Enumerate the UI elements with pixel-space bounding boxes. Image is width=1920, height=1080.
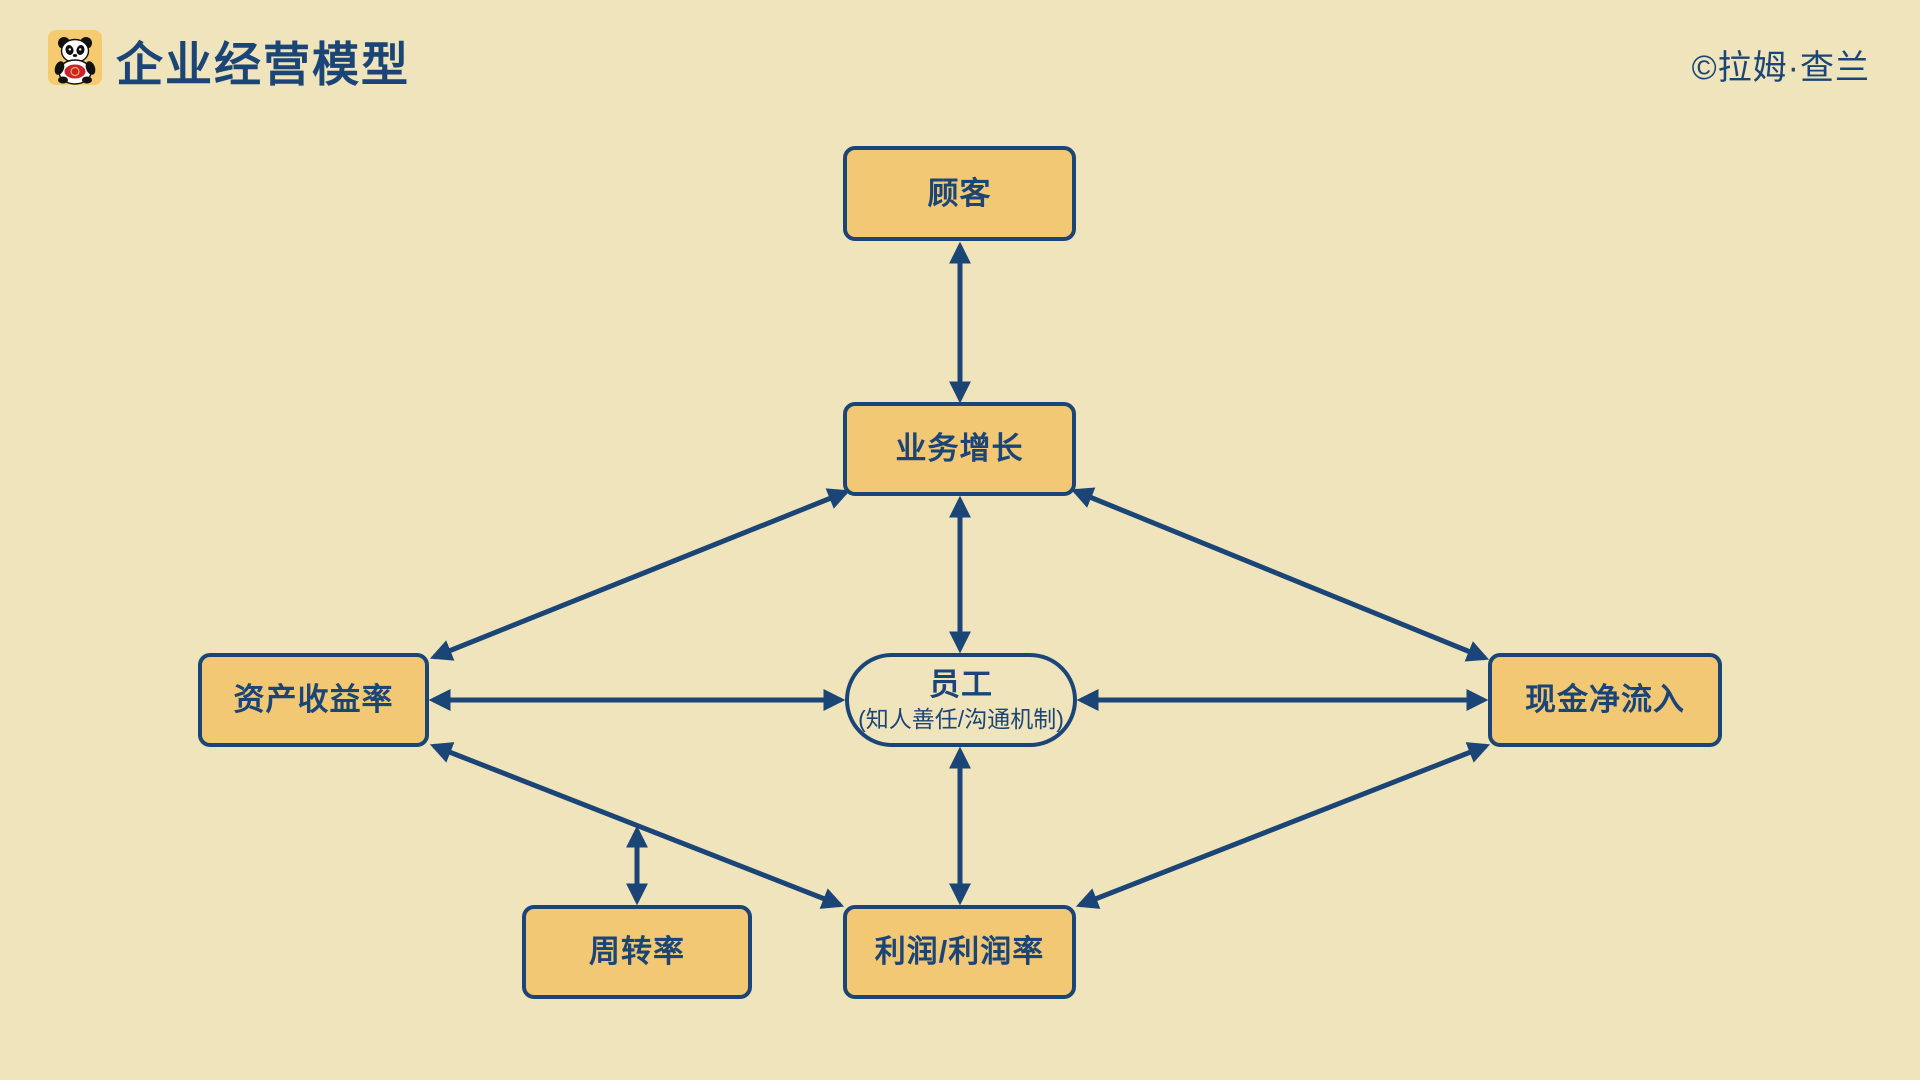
node-return-on-assets-label: 资产收益率 bbox=[233, 682, 394, 718]
node-profit-margin-label: 利润/利润率 bbox=[874, 934, 1045, 970]
node-profit-margin[interactable]: 利润/利润率 bbox=[843, 905, 1076, 999]
node-employee-sublabel: (知人善任/沟通机制) bbox=[858, 706, 1064, 733]
node-net-cash-inflow[interactable]: 现金净流入 bbox=[1488, 653, 1722, 747]
copyright-text: ©拉姆·查兰 bbox=[1691, 49, 1870, 87]
edge-growth-roa bbox=[429, 488, 851, 661]
panda-logo-icon bbox=[48, 30, 102, 85]
edge-growth-cash bbox=[1070, 487, 1490, 662]
node-employee-label: 员工 bbox=[929, 667, 993, 703]
node-turnover-rate-label: 周转率 bbox=[589, 934, 685, 970]
panda-icon bbox=[48, 30, 102, 85]
node-customer-label: 顾客 bbox=[927, 175, 992, 211]
edge-roa-profit bbox=[429, 742, 845, 909]
node-net-cash-inflow-label: 现金净流入 bbox=[1525, 682, 1685, 718]
edge-cash-profit bbox=[1075, 742, 1491, 909]
node-business-growth-label: 业务增长 bbox=[895, 431, 1024, 467]
node-business-growth[interactable]: 业务增长 bbox=[843, 402, 1076, 496]
node-customer[interactable]: 顾客 bbox=[843, 146, 1076, 241]
node-return-on-assets[interactable]: 资产收益率 bbox=[198, 653, 429, 747]
node-turnover-rate[interactable]: 周转率 bbox=[522, 905, 752, 999]
node-employee[interactable]: 员工 (知人善任/沟通机制) bbox=[845, 653, 1077, 747]
page-title: 企业经营模型 bbox=[116, 38, 410, 91]
